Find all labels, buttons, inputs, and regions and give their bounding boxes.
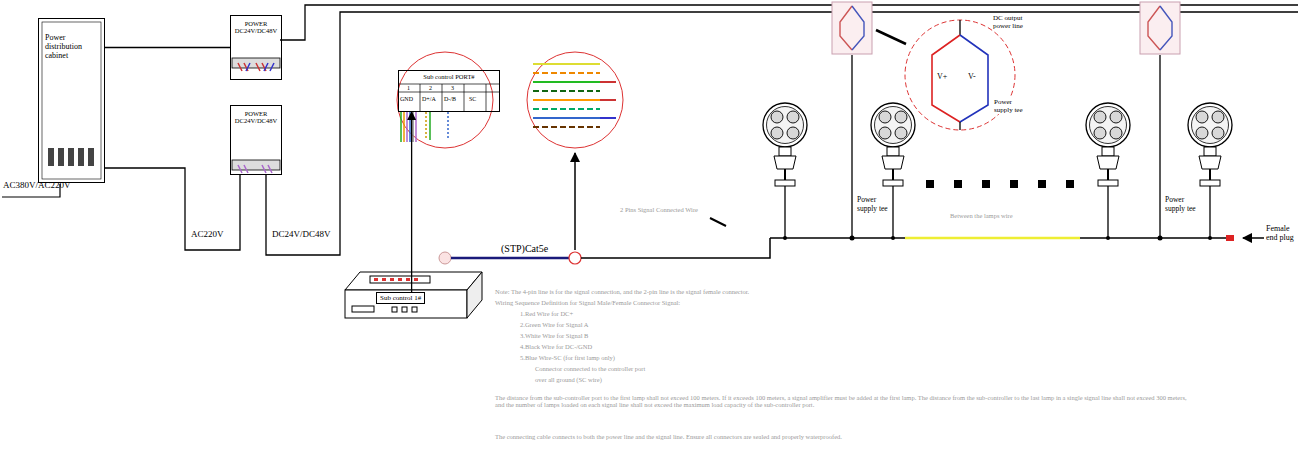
power-supply-box: POWER DC24V/DC48V (230, 105, 282, 175)
lamp-bus (770, 237, 905, 239)
diagram-label: Power supply tee (1164, 196, 1200, 213)
diagram-label: 4.Black Wire for DC-/GND (520, 343, 592, 350)
callout-circle (527, 52, 623, 148)
diagram-label: 3 (451, 85, 454, 92)
diagram-label: Connector connected to the controller po… (535, 365, 645, 372)
diagram-label: V+ (937, 72, 947, 81)
connector (105, 47, 230, 48)
node-text: Sub control 1# (380, 294, 421, 302)
port-table: Sub control PORT# (398, 70, 500, 112)
callout-arrow (574, 153, 576, 250)
port-table-grid (398, 84, 500, 112)
diagram-label: Female end plug (1266, 224, 1294, 242)
diagram-label: 2 Pins Signal Connected Wire (620, 206, 698, 213)
diagram-label: 1.Red Wire for DC+ (520, 310, 573, 317)
diagram-label: over all ground (SC wire) (535, 376, 602, 383)
diagram-label: (STP)Cat5e (500, 243, 549, 255)
node-text: POWER DC24V/DC48V (233, 110, 279, 125)
signal-cable (581, 238, 770, 258)
diagram-label: D+/A (422, 96, 436, 103)
diagram-label: Power supply tee (993, 98, 1029, 114)
diagram-label: DC output power line (992, 14, 1038, 30)
between-lamps-wire (905, 237, 1080, 240)
plug-arrow (1243, 237, 1264, 239)
tee-drop (1159, 55, 1160, 238)
diagram-label: GND (400, 96, 413, 103)
tee-drop (851, 55, 852, 238)
diagram-label: AC380V/AC220V (3, 180, 71, 190)
connector (411, 112, 412, 292)
continuation-dots (926, 180, 1074, 188)
diagram-label: Between the lamps wire (950, 212, 1013, 219)
v-plus-wire (932, 35, 960, 122)
diagram-label: 2.Green Wire for Signal A (520, 321, 588, 328)
diagram-label: DC24V/DC48V (272, 229, 331, 239)
connector-wires (533, 64, 616, 127)
node-text: POWER DC24V/DC48V (233, 20, 279, 35)
controller-label-box: Sub control 1# (376, 292, 425, 304)
cabinet-vents (48, 148, 94, 166)
sub-controller-device (345, 272, 482, 318)
node-text: Power distribution cabinet (45, 33, 98, 61)
cat5e-cable (451, 257, 569, 260)
diagram-label: 1 (407, 85, 410, 92)
lamp-bus (1080, 237, 1228, 239)
edge-label: AC220V (190, 229, 225, 239)
diagram-label: Power supply tee (856, 196, 892, 213)
diagram-label: The distance from the sub-controller por… (495, 394, 1195, 409)
diagram-label: 5.Blue Wire-SC (for first lamp only) (520, 354, 615, 361)
diagram-label: 2 (429, 85, 432, 92)
diagram-label: Note: The 4-pin line is for the signal c… (495, 288, 749, 295)
diagram-label: The connecting cable connects to both th… (495, 433, 1195, 440)
connector (105, 168, 240, 250)
v-minus-wire (960, 35, 988, 122)
power-supply-box: POWER DC24V/DC48V (230, 15, 282, 80)
diagram-label: SC (469, 96, 476, 103)
diagram-label: 3.White Wire for Signal B (520, 332, 588, 339)
cabinet-box: Power distribution cabinet (38, 18, 105, 183)
psu-terminals (232, 58, 280, 173)
joint-mark (569, 252, 581, 264)
node-text: Sub control PORT# (401, 73, 497, 80)
leader-line (710, 218, 726, 226)
female-plug (1226, 235, 1234, 241)
leader-line (876, 30, 906, 44)
diagram-label: V- (968, 72, 976, 81)
diagram-label: D-/B (444, 96, 456, 103)
diagram-label: Wiring Sequence Definition for Signal Ma… (495, 299, 680, 306)
cabinet-door (42, 22, 101, 179)
cable-gland (439, 252, 451, 264)
port-wires (401, 112, 448, 142)
